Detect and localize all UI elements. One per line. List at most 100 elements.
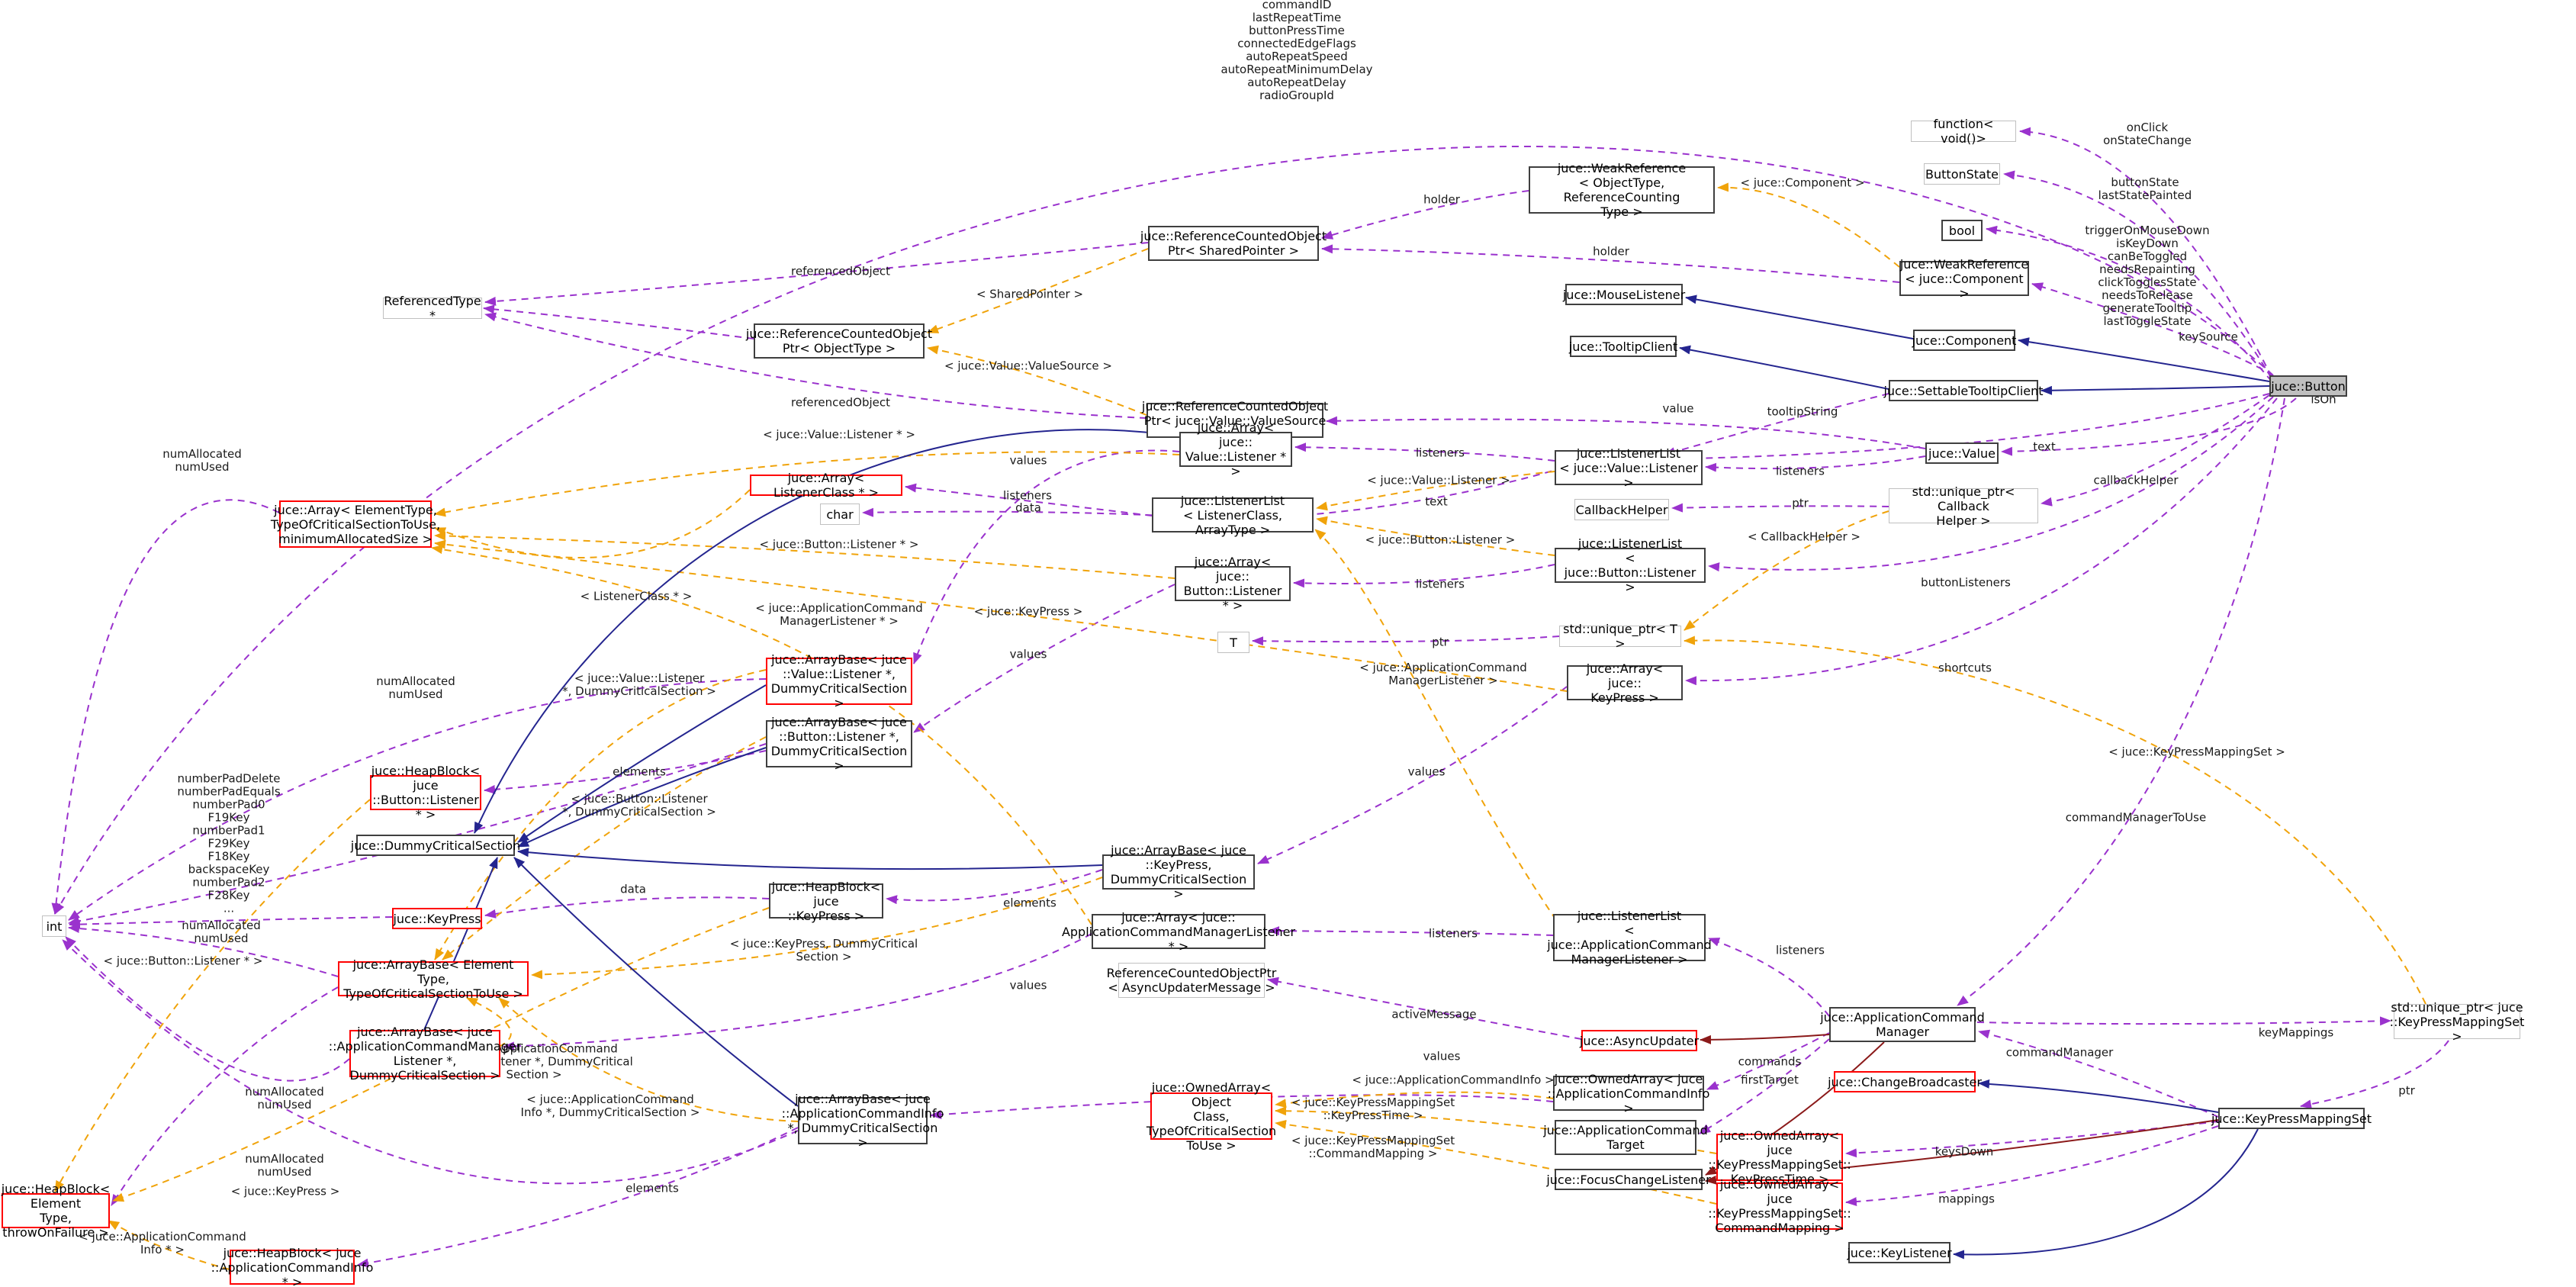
node-listenerlist-button-listener[interactable]: juce::ListenerList < juce::Button::Liste… bbox=[1555, 536, 1706, 594]
node-unique-ptr-keypressmappingset[interactable]: std::unique_ptr< juce ::KeyPressMappingS… bbox=[2389, 999, 2525, 1044]
node-buttonstate[interactable]: ButtonState bbox=[1924, 163, 2000, 185]
node-ownedarray-generic[interactable]: juce::OwnedArray< Object Class, TypeOfCr… bbox=[1146, 1079, 1277, 1153]
node-arraybase-aci[interactable]: juce::ArrayBase< juce ::ApplicationComma… bbox=[781, 1092, 944, 1150]
node-int[interactable]: int bbox=[42, 915, 66, 937]
edge-label: < juce::ApplicationCommand ManagerListen… bbox=[1359, 661, 1527, 687]
node-array-value-listener[interactable]: juce::Array< juce:: Value::Listener * > bbox=[1179, 420, 1292, 478]
node-unique-ptr-t[interactable]: std::unique_ptr< T > bbox=[1559, 622, 1681, 651]
edge-label: tooltipString bbox=[1767, 404, 1838, 419]
node-array-generic[interactable]: juce::Array< ElementType, TypeOfCritical… bbox=[271, 500, 440, 548]
node-value[interactable]: juce::Value bbox=[1925, 442, 1999, 464]
edge bbox=[913, 449, 1180, 664]
node-function-void[interactable]: function< void()> bbox=[1911, 117, 2016, 146]
node-bool[interactable]: bool bbox=[1941, 220, 1983, 241]
node-component[interactable]: juce::Component bbox=[1912, 330, 2016, 351]
node-referenced-type[interactable]: ReferencedType * bbox=[383, 294, 482, 323]
node-array-button-listener[interactable]: juce::Array< juce:: Button::Listener * > bbox=[1175, 555, 1291, 613]
edge bbox=[1700, 1034, 1830, 1044]
node-char[interactable]: char bbox=[820, 504, 860, 525]
node-array-acml[interactable]: juce::Array< juce:: ApplicationCommandMa… bbox=[1061, 909, 1296, 954]
node-unique-ptr-callbackhelper[interactable]: std::unique_ptr< Callback Helper > bbox=[1889, 484, 2038, 528]
edge-label: numAllocated numUsed bbox=[162, 447, 242, 474]
edge-label: activeMessage bbox=[1391, 1007, 1477, 1022]
node-heapblock-button-listener[interactable]: juce::HeapBlock< juce ::Button::Listener… bbox=[370, 764, 481, 822]
edge bbox=[1293, 564, 1555, 588]
node-tooltipclient[interactable]: juce::TooltipClient bbox=[1569, 336, 1677, 357]
node-applicationcommandmanager[interactable]: juce::ApplicationCommand Manager bbox=[1820, 1007, 1985, 1042]
node-dummycriticalsection[interactable]: juce::DummyCriticalSection bbox=[351, 835, 520, 856]
edge-label: ptr bbox=[1792, 496, 1809, 510]
node-ownedarray-keypresstime[interactable]: juce::OwnedArray< juce ::KeyPressMapping… bbox=[1708, 1128, 1851, 1186]
edge bbox=[423, 857, 498, 1031]
node-asyncupdater[interactable]: juce::AsyncUpdater bbox=[1580, 1030, 1699, 1051]
node-array-keypress[interactable]: juce::Array< juce:: KeyPress > bbox=[1567, 661, 1683, 705]
node-button[interactable]: juce::Button bbox=[2269, 375, 2347, 397]
node-array-listenerclass[interactable]: juce::Array< ListenerClass * > bbox=[750, 471, 902, 500]
node-listenerlist-generic[interactable]: juce::ListenerList < ListenerClass, Arra… bbox=[1152, 494, 1314, 537]
node-keypressmappingset[interactable]: juce::KeyPressMappingSet bbox=[2211, 1108, 2372, 1129]
edge-label: keysDown bbox=[1934, 1144, 1994, 1159]
edge bbox=[498, 997, 799, 1122]
edge bbox=[1717, 182, 1900, 268]
node-arraybase-button-listener[interactable]: juce::ArrayBase< juce ::Button::Listener… bbox=[766, 715, 912, 773]
node-focuschangelistener[interactable]: juce::FocusChangeListener bbox=[1546, 1169, 1711, 1190]
node-applicationcommandtarget[interactable]: juce::ApplicationCommand Target bbox=[1543, 1120, 1708, 1155]
edge bbox=[1679, 345, 1889, 390]
node-weakreference-generic[interactable]: juce::WeakReference < ObjectType, Refere… bbox=[1529, 161, 1715, 219]
node-rco-ptr-sharedpointer[interactable]: juce::ReferenceCountedObject Ptr< Shared… bbox=[1140, 226, 1327, 261]
edge-label: < juce::Value::Listener * > bbox=[763, 427, 915, 442]
node-rcoptr-asyncupdatermessage[interactable]: ReferenceCountedObjectPtr < AsyncUpdater… bbox=[1107, 963, 1276, 998]
node-keylistener[interactable]: juce::KeyListener bbox=[1847, 1242, 1952, 1263]
edge-label: mappings bbox=[1938, 1192, 1995, 1206]
node-heapblock-keypress[interactable]: juce::HeapBlock< juce ::KeyPress > bbox=[769, 880, 883, 923]
edge-label: < juce::ApplicationCommandInfo > bbox=[1352, 1073, 1555, 1087]
edge bbox=[111, 986, 339, 1206]
edge-label: values bbox=[1407, 764, 1446, 779]
edge bbox=[434, 451, 1180, 517]
node-mouselistener[interactable]: juce::MouseListener bbox=[1563, 284, 1685, 305]
node-changebroadcaster[interactable]: juce::ChangeBroadcaster bbox=[1828, 1071, 1982, 1092]
node-arraybase-keypress[interactable]: juce::ArrayBase< juce ::KeyPress, DummyC… bbox=[1102, 843, 1255, 901]
node-heapblock-elementtype[interactable]: juce::HeapBlock< Element Type, throwOnFa… bbox=[1, 1182, 111, 1240]
edge-label: shortcuts bbox=[1938, 661, 1992, 675]
node-listenerlist-value-listener[interactable]: juce::ListenerList < juce::Value::Listen… bbox=[1555, 446, 1703, 490]
edge bbox=[1316, 471, 1555, 511]
node-settabletooltipclient[interactable]: juce::SettableTooltipClient bbox=[1883, 380, 2044, 401]
edge bbox=[2003, 170, 2272, 379]
edge bbox=[68, 924, 339, 977]
edge bbox=[357, 1127, 799, 1268]
edge bbox=[1275, 1091, 1554, 1108]
node-rco-ptr-objecttype[interactable]: juce::ReferenceCountedObject Ptr< Object… bbox=[746, 323, 932, 359]
edge-label: < juce::Value::ValueSource > bbox=[944, 359, 1112, 373]
edge-label: < juce::ApplicationCommand Info *, Dummy… bbox=[520, 1092, 700, 1119]
edge-label: < CallbackHelper > bbox=[1748, 529, 1860, 544]
node-arraybase-acml[interactable]: juce::ArrayBase< juce ::ApplicationComma… bbox=[328, 1025, 522, 1083]
edge-label: triggerOnMouseDown isKeyDown canBeToggle… bbox=[2085, 224, 2210, 328]
node-rco-ptr-valuesource[interactable]: juce::ReferenceCountedObject Ptr< juce::… bbox=[1142, 399, 1328, 442]
edge-label: < juce::Value::Listener > bbox=[1367, 473, 1510, 487]
edge-label: listeners bbox=[1416, 577, 1465, 591]
node-arraybase-value-listener[interactable]: juce::ArrayBase< juce ::Value::Listener … bbox=[766, 652, 912, 710]
node-weakreference-component[interactable]: juce::WeakReference < juce::Component > bbox=[1899, 256, 2029, 301]
edge bbox=[1953, 1128, 2259, 1260]
edge bbox=[862, 507, 1166, 517]
node-keypress[interactable]: juce::KeyPress bbox=[392, 908, 482, 929]
node-listenerlist-acml[interactable]: juce::ListenerList < juce::ApplicationCo… bbox=[1547, 909, 1712, 967]
edge bbox=[1986, 225, 2272, 382]
node-ownedarray-aci[interactable]: juce::OwnedArray< juce ::ApplicationComm… bbox=[1547, 1071, 1710, 1115]
edge bbox=[1314, 529, 1557, 921]
node-t[interactable]: T bbox=[1217, 632, 1249, 653]
edge bbox=[1845, 1121, 2219, 1158]
edge bbox=[1257, 686, 1568, 864]
edge bbox=[1708, 938, 1830, 1017]
node-ownedarray-commandmapping[interactable]: juce::OwnedArray< juce ::KeyPressMapping… bbox=[1708, 1177, 1851, 1235]
edge bbox=[1685, 397, 2278, 686]
node-arraybase-generic[interactable]: juce::ArrayBase< Element Type, TypeOfCri… bbox=[338, 957, 529, 1001]
node-callbackhelper[interactable]: CallbackHelper bbox=[1574, 499, 1669, 520]
edge bbox=[483, 304, 754, 339]
node-heapblock-aci[interactable]: juce::HeapBlock< juce ::ApplicationComma… bbox=[211, 1245, 374, 1287]
edge-label: numAllocated numUsed bbox=[245, 1152, 324, 1179]
edge-label: referencedObject bbox=[791, 264, 890, 278]
edge bbox=[927, 345, 1147, 416]
edge bbox=[2019, 127, 2272, 378]
